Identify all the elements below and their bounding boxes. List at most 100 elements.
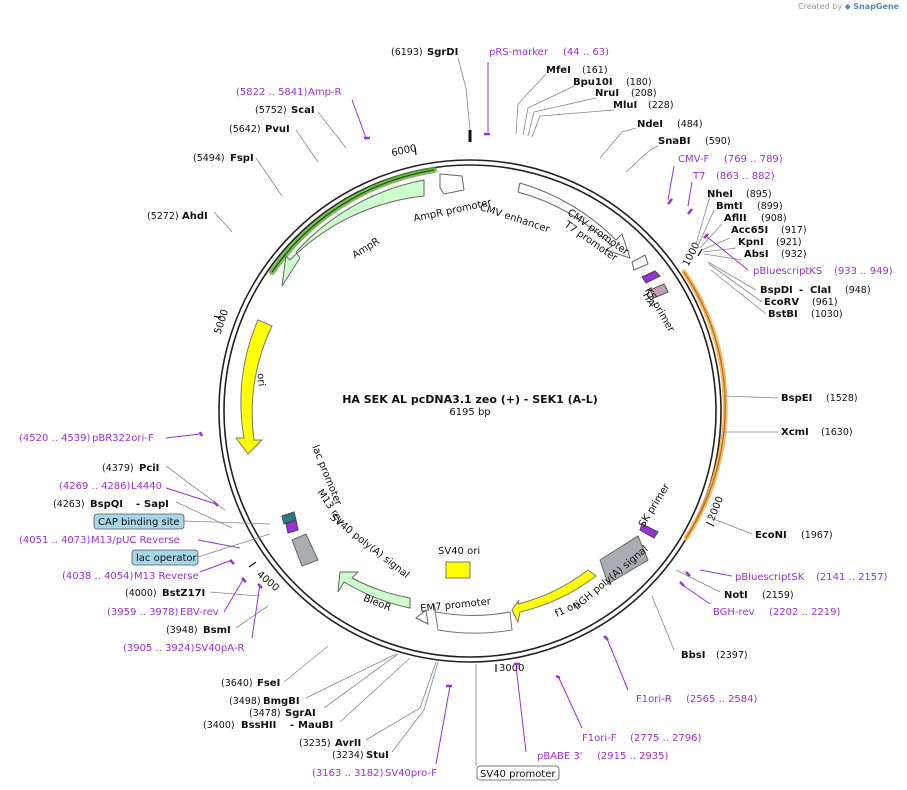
enzyme-ndei: NdeI bbox=[637, 119, 663, 130]
enzyme-bsshii-dash: - bbox=[290, 720, 294, 731]
enzyme-bpu10i-pos: (180) bbox=[626, 77, 652, 88]
tick-5000: 5000 bbox=[213, 308, 231, 336]
primer-f1ori-f-range: (2775 .. 2796) bbox=[630, 733, 702, 744]
sk-primer-label: SK primer bbox=[637, 481, 673, 529]
enzyme-mfei-pos: (161) bbox=[582, 65, 608, 76]
t7-promoter-arrow bbox=[641, 270, 661, 284]
enzyme-bbsi-pos: (2397) bbox=[716, 650, 748, 661]
bleor-arrow bbox=[337, 571, 411, 609]
enzyme-scai-pos: (5752) bbox=[255, 105, 287, 116]
enzyme-kpni-pos: (921) bbox=[776, 237, 802, 248]
ori-arrow bbox=[235, 319, 273, 455]
enzyme-mlui-pos: (228) bbox=[648, 100, 674, 111]
enzyme-mlui: MluI bbox=[613, 100, 637, 111]
credit-prefix: Created by bbox=[798, 2, 843, 11]
primer-pbluescriptsk: pBluescriptSK bbox=[735, 572, 805, 583]
enzyme-fsei: FseI bbox=[257, 678, 280, 689]
enzyme-scai: ScaI bbox=[291, 105, 315, 116]
enzyme-noti-pos: (2159) bbox=[762, 590, 794, 601]
enzyme-kpni: KpnI bbox=[738, 237, 764, 248]
primer-pbr322ori-f-range: (4520 .. 4539) bbox=[19, 433, 91, 444]
enzyme-acc65i-pos: (917) bbox=[781, 225, 807, 236]
enzyme-bsshii: BssHII bbox=[241, 720, 276, 731]
primer-prs-marker: pRS-marker bbox=[489, 47, 549, 58]
enzyme-labels: (6193) SgrDI MfeI (161) Bpu10I (180) Nru… bbox=[53, 47, 871, 761]
enzyme-bstz17i: BstZ17I bbox=[162, 588, 205, 599]
enzyme-bmti: BmtI bbox=[716, 201, 743, 212]
primer-sv40pro-f-range: (3163 .. 3182) bbox=[312, 768, 384, 779]
enzyme-ahdi-pos: (5272) bbox=[147, 211, 179, 222]
cap-binding-site-label: CAP binding site bbox=[98, 517, 180, 528]
primer-cmv-f: CMV-F bbox=[678, 154, 709, 165]
primer-t7: T7 bbox=[692, 171, 705, 182]
enzyme-stui: StuI bbox=[366, 750, 389, 761]
enzyme-nrui-pos: (208) bbox=[631, 88, 657, 99]
primer-l4440: L4440 bbox=[131, 481, 162, 492]
enzyme-bmgbi-pos: (3498) bbox=[229, 696, 261, 707]
enzyme-sgrai: SgrAI bbox=[285, 708, 316, 719]
enzyme-bstz17i-pos: (4000) bbox=[125, 588, 157, 599]
primer-prs-marker-range: (44 .. 63) bbox=[563, 47, 609, 58]
tick-3000: 3000 bbox=[499, 663, 524, 674]
enzyme-xcmi-pos: (1630) bbox=[821, 427, 853, 438]
snapgene-logo-icon: ◆ bbox=[844, 2, 851, 11]
sv40-polya-feature bbox=[291, 533, 319, 567]
primer-pbluescriptks-range: (933 .. 949) bbox=[834, 266, 893, 277]
cmv-promoter-arrow bbox=[631, 254, 649, 271]
tick-marks bbox=[213, 146, 715, 672]
enzyme-bspei: BspEI bbox=[781, 393, 812, 404]
sv40-promoter-box: SV40 promoter bbox=[475, 664, 560, 781]
cmv-enhancer-arrow bbox=[517, 182, 631, 259]
enzyme-noti: NotI bbox=[724, 590, 748, 601]
enzyme-ndei-pos: (484) bbox=[677, 119, 703, 130]
primer-bgh-rev: BGH-rev bbox=[713, 607, 755, 618]
enzyme-bspqi-dash: - bbox=[136, 499, 140, 510]
primer-labels: pRS-marker (44 .. 63) CMV-F (769 .. 789)… bbox=[19, 47, 893, 779]
primer-ebv-rev: EBV-rev bbox=[180, 607, 219, 618]
primer-t7-range: (863 .. 882) bbox=[716, 171, 775, 182]
enzyme-pcii: PciI bbox=[139, 463, 159, 474]
enzyme-bbsi: BbsI bbox=[681, 650, 705, 661]
enzyme-aflii-pos: (908) bbox=[761, 213, 787, 224]
enzyme-bspdi-dash: - bbox=[799, 285, 803, 296]
enzyme-fspi: FspI bbox=[230, 153, 254, 164]
enzyme-clai: ClaI bbox=[810, 285, 831, 296]
m13-rev-feature bbox=[285, 519, 299, 534]
primer-l4440-range: (4269 .. 4286) bbox=[59, 481, 131, 492]
ampr-arc-line bbox=[271, 169, 435, 273]
ampr-arrow bbox=[281, 179, 425, 287]
em7-promoter-arrow bbox=[433, 603, 513, 634]
enzyme-econi-pos: (1967) bbox=[801, 530, 833, 541]
bgh-polya-feature bbox=[599, 535, 649, 585]
enzyme-snabi-pos: (590) bbox=[705, 136, 731, 147]
primer-amp-r: Amp-R bbox=[308, 87, 342, 98]
enzyme-ahdi: AhdI bbox=[182, 211, 208, 222]
enzyme-avrii-pos: (3235) bbox=[299, 738, 331, 749]
f1-ori-arrow bbox=[511, 569, 597, 624]
primer-amp-r-range: (5822 .. 5841) bbox=[236, 87, 308, 98]
enzyme-acc65i: Acc65I bbox=[731, 225, 768, 236]
backbone-outer bbox=[218, 159, 722, 663]
enzyme-pvui-pos: (5642) bbox=[229, 124, 261, 135]
primer-pbabe-3-range: (2915 .. 2935) bbox=[597, 751, 669, 762]
sk-primer-feature bbox=[639, 523, 659, 539]
enzyme-bspqi: BspQI bbox=[90, 499, 123, 510]
credit-brand: SnapGene bbox=[853, 2, 899, 11]
enzyme-maubi: MauBI bbox=[298, 720, 333, 731]
enzyme-pvui: PvuI bbox=[265, 124, 290, 135]
enzyme-nhei: NheI bbox=[707, 189, 733, 200]
enzyme-ecorv: EcoRV bbox=[764, 297, 799, 308]
enzyme-avrii: AvrII bbox=[335, 738, 361, 749]
primer-f1ori-r: F1ori-R bbox=[636, 694, 672, 705]
lac-operator-box: lac operator bbox=[131, 533, 271, 566]
enzyme-econi: EcoNI bbox=[755, 530, 787, 541]
enzyme-aflii: AflII bbox=[724, 213, 747, 224]
enzyme-bmgbi: BmgBI bbox=[263, 696, 300, 707]
snapgene-credit: Created by ◆ SnapGene bbox=[798, 2, 899, 11]
primer-pbluescriptks: pBluescriptKS bbox=[753, 266, 822, 277]
enzyme-fspi-pos: (5494) bbox=[193, 153, 225, 164]
primer-pbabe-3: pBABE 3' bbox=[537, 751, 583, 762]
enzyme-ecorv-pos: (961) bbox=[812, 297, 838, 308]
enzyme-sapi: SapI bbox=[144, 499, 169, 510]
enzyme-sgrai-pos: (3478) bbox=[249, 708, 281, 719]
